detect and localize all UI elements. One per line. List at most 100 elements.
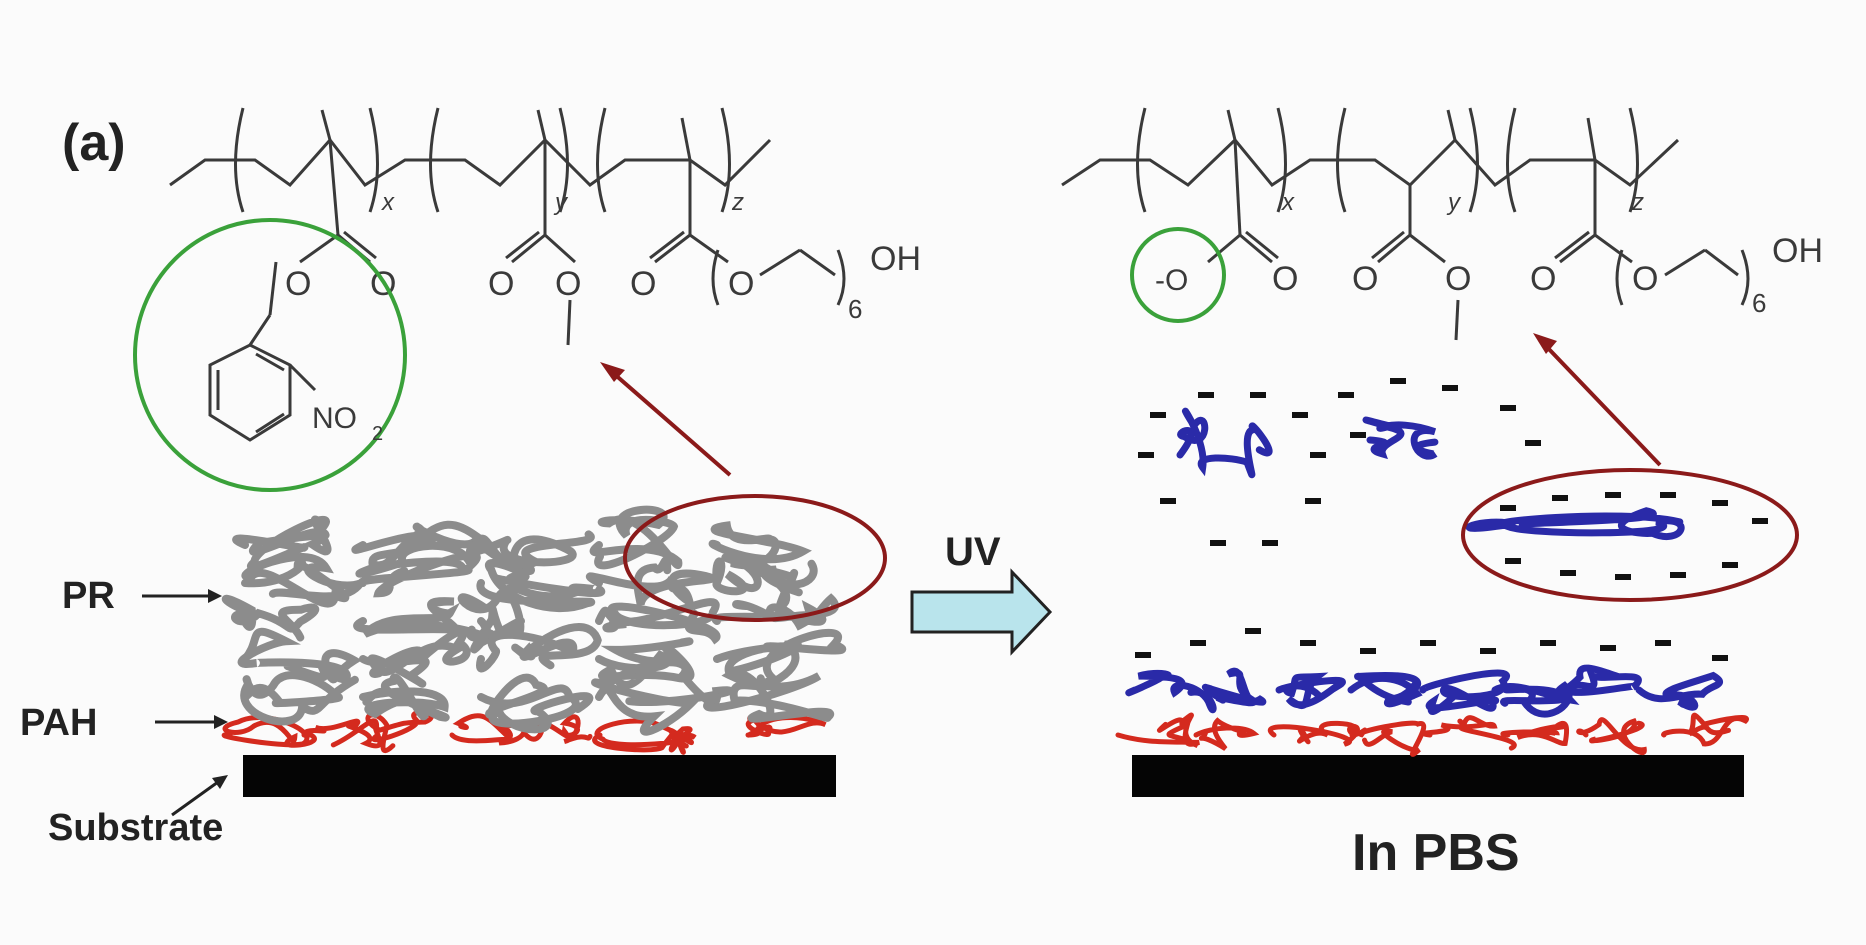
negative-charge-mark (1500, 405, 1516, 411)
negative-charge-mark (1190, 640, 1206, 646)
left-subscript-x: x (381, 189, 395, 216)
pah-chain-coil (449, 713, 527, 746)
pr-chain-coil (359, 627, 471, 688)
left-zoom-arrow (600, 362, 732, 477)
right-polymer-structure (1061, 107, 1750, 341)
negative-charge-mark (1480, 648, 1496, 654)
right-released-chains (1125, 407, 1724, 718)
negative-charge-mark (1390, 378, 1406, 384)
left-hydroxyl: OH (870, 240, 921, 278)
left-polymer-structure (169, 107, 846, 346)
right-red-highlight-ellipse (1461, 468, 1799, 602)
left-bracket-y-close (558, 107, 569, 213)
pr-label: PR (62, 575, 115, 617)
right-carbonyl-oxygen-y: O (1352, 260, 1378, 298)
pr-chain-coil (589, 505, 683, 570)
right-carbonyl-oxygen-z: O (1530, 260, 1556, 298)
left-pr-layer (221, 505, 847, 736)
left-bracket-x-close (368, 107, 379, 213)
pah-chain-coil (365, 709, 434, 753)
in-pbs-label: In PBS (1352, 824, 1520, 882)
pr-chain-coil (591, 658, 734, 736)
released-chain-coil (1465, 507, 1685, 541)
left-carbonyl-oxygen-z: O (630, 265, 656, 303)
pr-chain-coil (476, 558, 605, 613)
right-green-highlight-circle (1130, 227, 1226, 323)
pah-chain-coil (1115, 712, 1200, 748)
right-carboxylate-label: -O (1155, 264, 1188, 297)
right-subscript-z: z (1631, 189, 1644, 216)
negative-charge-mark (1615, 574, 1631, 580)
negative-charge-mark (1600, 645, 1616, 651)
pah-chain-coil (1349, 720, 1427, 757)
pr-chain-coil (713, 628, 847, 691)
right-ester-oxygen-z: O (1632, 260, 1658, 298)
left-polymer-text: x y z O O O O O O 6 OH (285, 189, 921, 324)
released-chain-coil (1275, 672, 1346, 709)
pah-chain-coil (1500, 720, 1570, 746)
right-zoom-arrow (1533, 333, 1662, 467)
right-subscript-y: y (1446, 189, 1462, 216)
negative-charge-mark (1138, 452, 1154, 458)
released-chain-coil (1176, 407, 1273, 479)
pr-chain-coil (221, 594, 320, 642)
released-chain-coil (1125, 669, 1217, 714)
pr-chain-coil (237, 627, 363, 684)
pr-chain-coil (355, 541, 481, 598)
right-bracket-z-close (1628, 107, 1639, 213)
pr-chain-coil (232, 515, 332, 571)
pah-chain-coil (1661, 712, 1749, 747)
negative-charge-mark (1300, 640, 1316, 646)
negative-charge-mark (1135, 652, 1151, 658)
panel-label: (a) (62, 114, 126, 172)
left-bracket-z-close (720, 107, 731, 213)
negative-charge-mark (1552, 495, 1568, 501)
negative-charge-mark (1722, 562, 1738, 568)
nitro-label: NO (312, 402, 357, 435)
pr-chain-coil (711, 593, 839, 631)
pah-chain-coil (221, 715, 317, 748)
right-bracket-x-close (1276, 107, 1287, 213)
negative-charge-mark (1442, 385, 1458, 391)
left-subscript-y: y (553, 189, 569, 216)
released-chain-coil (1419, 669, 1510, 715)
substrate-label: Substrate (48, 807, 223, 849)
released-chain-coil (1362, 416, 1439, 460)
nitrobenzyl-group: NO 2 (133, 218, 407, 492)
left-bracket-y-open (429, 107, 440, 213)
right-carbonyl-oxygen-x: O (1272, 260, 1298, 298)
negative-charge-mark (1360, 648, 1376, 654)
left-bracket-z-open (596, 107, 607, 213)
pr-chain-coil (240, 671, 359, 726)
negative-charge-mark (1338, 392, 1354, 398)
benzene-ring (208, 343, 292, 442)
pr-chain-coil (475, 623, 602, 673)
negative-charge-mark (1500, 505, 1516, 511)
negative-charge-mark (1605, 492, 1621, 498)
pr-chain-coil (708, 521, 818, 589)
right-bracket-z-open (1506, 107, 1517, 213)
negative-charges (1135, 378, 1768, 661)
pr-chain-coil (712, 553, 803, 613)
left-pah-layer (221, 709, 827, 755)
pah-chain-coil (1193, 717, 1260, 751)
right-pah-layer (1115, 712, 1749, 757)
pr-chain-coil (241, 553, 371, 608)
uv-block-arrow (910, 568, 1053, 656)
negative-charge-mark (1210, 540, 1226, 546)
left-backbone (169, 137, 772, 188)
right-ester-oxygen-y: O (1445, 260, 1471, 298)
negative-charge-mark (1560, 570, 1576, 576)
released-chain-coil (1202, 667, 1267, 707)
negative-charge-mark (1292, 412, 1308, 418)
negative-charge-mark (1660, 492, 1676, 498)
negative-charge-mark (1245, 628, 1261, 634)
pah-chain-coil (301, 718, 383, 749)
left-subscript-z: z (731, 189, 744, 216)
negative-charge-mark (1712, 500, 1728, 506)
negative-charge-mark (1505, 558, 1521, 564)
left-ester-oxygen-z: O (728, 265, 754, 303)
right-polymer-text: x y z -O O O O O O 6 OH (1130, 189, 1823, 323)
